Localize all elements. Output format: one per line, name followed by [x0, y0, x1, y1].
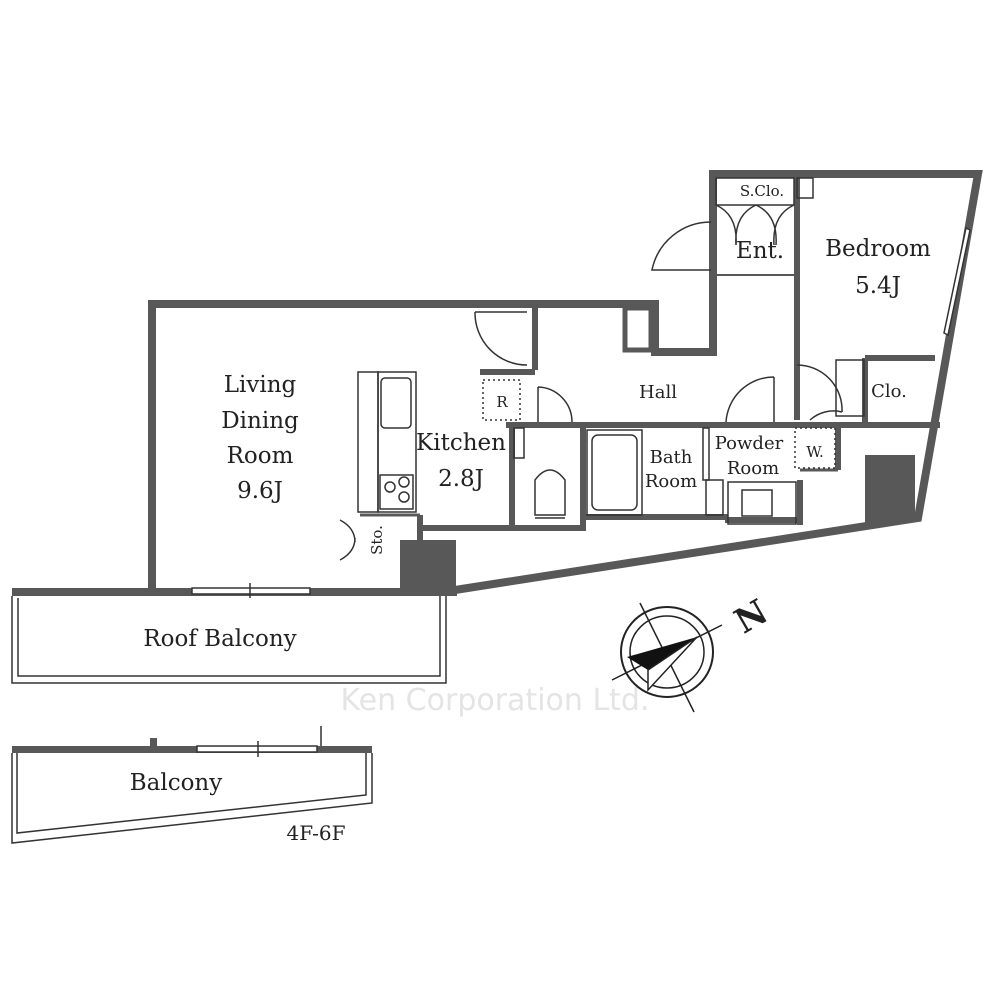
kitchen-label: Kitchen — [416, 430, 506, 456]
bedroom-label: Bedroom — [825, 236, 931, 262]
living-label: Living — [224, 372, 297, 398]
watermark: Ken Corporation Ltd. — [341, 683, 650, 718]
bathtub — [591, 434, 638, 511]
roof-balcony — [11, 596, 447, 684]
bath-label: Bath — [650, 447, 693, 468]
storage-label: Sto. — [368, 525, 386, 555]
shoe-closet-label: S.Clo. — [740, 182, 784, 200]
bath-room-label: Room — [645, 471, 697, 492]
refrigerator-space — [482, 379, 521, 421]
powder-label: Powder — [715, 433, 784, 454]
hall-label: Hall — [639, 382, 677, 403]
powder-room-label: Room — [727, 458, 779, 479]
roof-balcony-label: Roof Balcony — [143, 626, 296, 652]
toilet — [534, 469, 566, 519]
dining-label: Dining — [221, 408, 299, 434]
pillar — [865, 455, 915, 525]
washer-label: W. — [806, 443, 824, 461]
floors-label: 4F-6F — [286, 821, 345, 845]
living-size: 9.6J — [237, 478, 283, 504]
interior-walls — [360, 174, 940, 590]
north-label: N — [728, 592, 775, 642]
kitchen-counter — [357, 371, 417, 513]
washbasin — [741, 489, 773, 517]
pillar — [400, 540, 456, 590]
bedroom-size: 5.4J — [855, 273, 901, 299]
room-label: Room — [227, 443, 294, 469]
closet-label: Clo. — [871, 381, 907, 402]
balcony — [11, 726, 373, 844]
doors — [339, 221, 843, 561]
balcony-label: Balcony — [130, 770, 223, 796]
window — [943, 226, 971, 337]
window — [191, 587, 311, 595]
compass-icon — [611, 602, 723, 713]
entrance-label: Ent. — [736, 238, 784, 264]
washer-space — [794, 427, 836, 469]
refrigerator-label: R — [496, 393, 508, 411]
kitchen-size: 2.8J — [438, 466, 484, 492]
